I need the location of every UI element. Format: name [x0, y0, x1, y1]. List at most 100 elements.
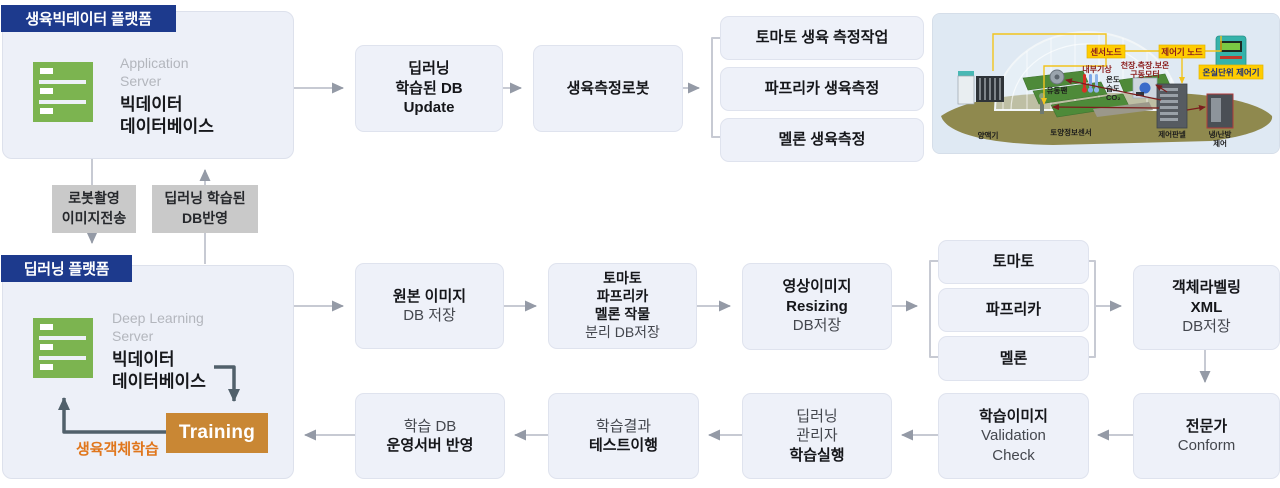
box-text-line: 학습된 DB [395, 79, 463, 97]
application-server-icon [33, 62, 93, 122]
box-text-line: 이미지전송 [61, 210, 127, 226]
crop-label: 멜론 [999, 349, 1028, 367]
box-task-melon: 멜론 생육측정 [720, 118, 924, 162]
crop-label: 파프리카 [985, 301, 1042, 319]
box-text-line: 딥러닝 [408, 60, 450, 78]
gh-fan [1049, 69, 1065, 85]
svg-text:온실단위 제어기: 온실단위 제어기 [1202, 68, 1259, 78]
box-text-line: DB저장 [792, 317, 842, 335]
box-crop-tomato: 토마토 [938, 240, 1089, 284]
server-type-line: Application [120, 55, 189, 71]
task-label: 멜론 생육측정 [778, 131, 866, 149]
gh-label-nutrient: 양액기 [978, 130, 999, 140]
server-name-line: 데이터베이스 [120, 117, 214, 137]
task-label: 파프리카 생육측정 [764, 80, 880, 98]
growth-platform-badge: 생육빅테이터 플랫폼 [1, 5, 176, 32]
box-text-line: Validation [981, 427, 1046, 445]
box-text-line: 학습실행 [789, 446, 845, 464]
bracket-crops-left [929, 260, 938, 358]
gh-label-sensor-node: 센서노드 [1086, 44, 1126, 59]
box-text-line: 토마토 [603, 270, 642, 287]
box-text-line: 관리자 [796, 427, 838, 445]
server-type-line: Server [112, 327, 154, 344]
box-text-line: DB 저장 [403, 307, 456, 324]
box-text-line: DB저장 [1182, 318, 1231, 336]
box-text-line: XML [1190, 298, 1223, 316]
box-text-line: 학습이미지 [978, 407, 1048, 425]
box-text-line: 로봇촬영 [68, 190, 120, 207]
server-name-line: 빅데이터 [120, 95, 183, 114]
gh-label-motor-1: 천장.측장.보온 [1121, 60, 1170, 70]
gh-hvac-unit [1206, 93, 1234, 129]
box-text-line: 객체라벨링 [1171, 279, 1241, 297]
gh-label-hvac-2: 제어 [1213, 138, 1227, 148]
box-crop-paprika: 파프리카 [938, 288, 1089, 332]
gh-unit-controller-device [1215, 35, 1247, 69]
box-text-line: Conform [1177, 437, 1236, 454]
box-text-line: 분리 DB저장 [585, 323, 660, 340]
box-text-line: 학습 DB [403, 417, 457, 435]
gh-red-arrows [1052, 78, 1206, 111]
box-crop-melon: 멜론 [938, 336, 1089, 381]
gh-label-temp: 온도 [1106, 75, 1120, 84]
server-type-line: Deep Learning [112, 310, 204, 326]
server-name-line: 데이터베이스 [112, 372, 206, 392]
gh-label-indoor-weather: 내부기상 [1082, 64, 1112, 74]
box-text-line: 전문가 [1185, 417, 1228, 435]
gh-label-co2: CO₂ [1106, 93, 1121, 102]
box-text-line: 영상이미지 [782, 278, 852, 296]
deep-learning-platform-badge: 딥러닝 플랫폼 [1, 255, 132, 282]
box-text-line: 테스트이행 [588, 437, 658, 454]
box-text-line: 딥러닝 [796, 407, 838, 425]
training-box: Training [166, 413, 268, 453]
gh-label-motor-2: 구동모터 [1130, 69, 1159, 79]
gh-label-hvac-1: 냉/난방 [1209, 129, 1232, 139]
task-label: 토마토 생육 측정작업 [755, 29, 889, 47]
deep-learning-server-icon [33, 318, 93, 378]
crop-label: 토마토 [992, 253, 1035, 271]
gh-label-unit-controller: 온실단위 제어기 [1198, 64, 1264, 80]
gh-motor [1132, 77, 1158, 99]
box-text-line: Check [992, 446, 1035, 464]
gh-label-fan: 유동팬 [1047, 85, 1068, 95]
box-text-line: Update [403, 99, 455, 117]
gh-control-panel [1156, 83, 1188, 129]
bracket-tasks [711, 37, 720, 138]
box-expert-conform: 전문가 Conform [1133, 393, 1280, 479]
box-text-line: 딥러닝 학습된 [164, 190, 246, 207]
box-text-line: Resizing [786, 297, 848, 315]
gh-label-soil-sensor: 토양정보센서 [1050, 127, 1091, 137]
box-task-paprika: 파프리카 생육측정 [720, 67, 924, 111]
growth-object-learning-label: 생육객체학습 [76, 441, 159, 458]
growth-server-text: Application Server 빅데이터 데이터베이스 [120, 55, 214, 138]
gh-nutrient-machine [957, 71, 1004, 105]
gh-label-controller-node: 제어기 노드 [1158, 44, 1206, 59]
smartfarm-greenhouse-illustration: 센서노드 제어기 노드 온실단위 제어기 내부기상 천장.측장.보온 구동모터 … [932, 13, 1280, 154]
gh-yellow-links [992, 33, 1222, 105]
server-type-line: Server [120, 72, 162, 89]
box-text-line: 파프리카 [596, 288, 649, 305]
deep-server-text: Deep Learning Server 빅데이터 데이터베이스 [112, 310, 206, 393]
box-text-line: 멜론 작물 [594, 306, 651, 322]
svg-text:제어기 노드: 제어기 노드 [1161, 47, 1203, 57]
svg-text:센서노드: 센서노드 [1090, 47, 1121, 57]
label-trained-db-reflect: 딥러닝 학습된 DB반영 [152, 185, 258, 233]
server-name-line: 빅데이터 [112, 350, 175, 369]
box-growth-measure-robot: 생육측정로봇 [533, 45, 683, 132]
gh-thermometers [1081, 74, 1100, 93]
box-text-line: 생육측정로봇 [566, 79, 650, 97]
gh-label-humidity: 습도 [1106, 83, 1120, 93]
box-text-line: 학습결과 [595, 417, 652, 435]
box-text-line: DB반영 [182, 210, 228, 226]
